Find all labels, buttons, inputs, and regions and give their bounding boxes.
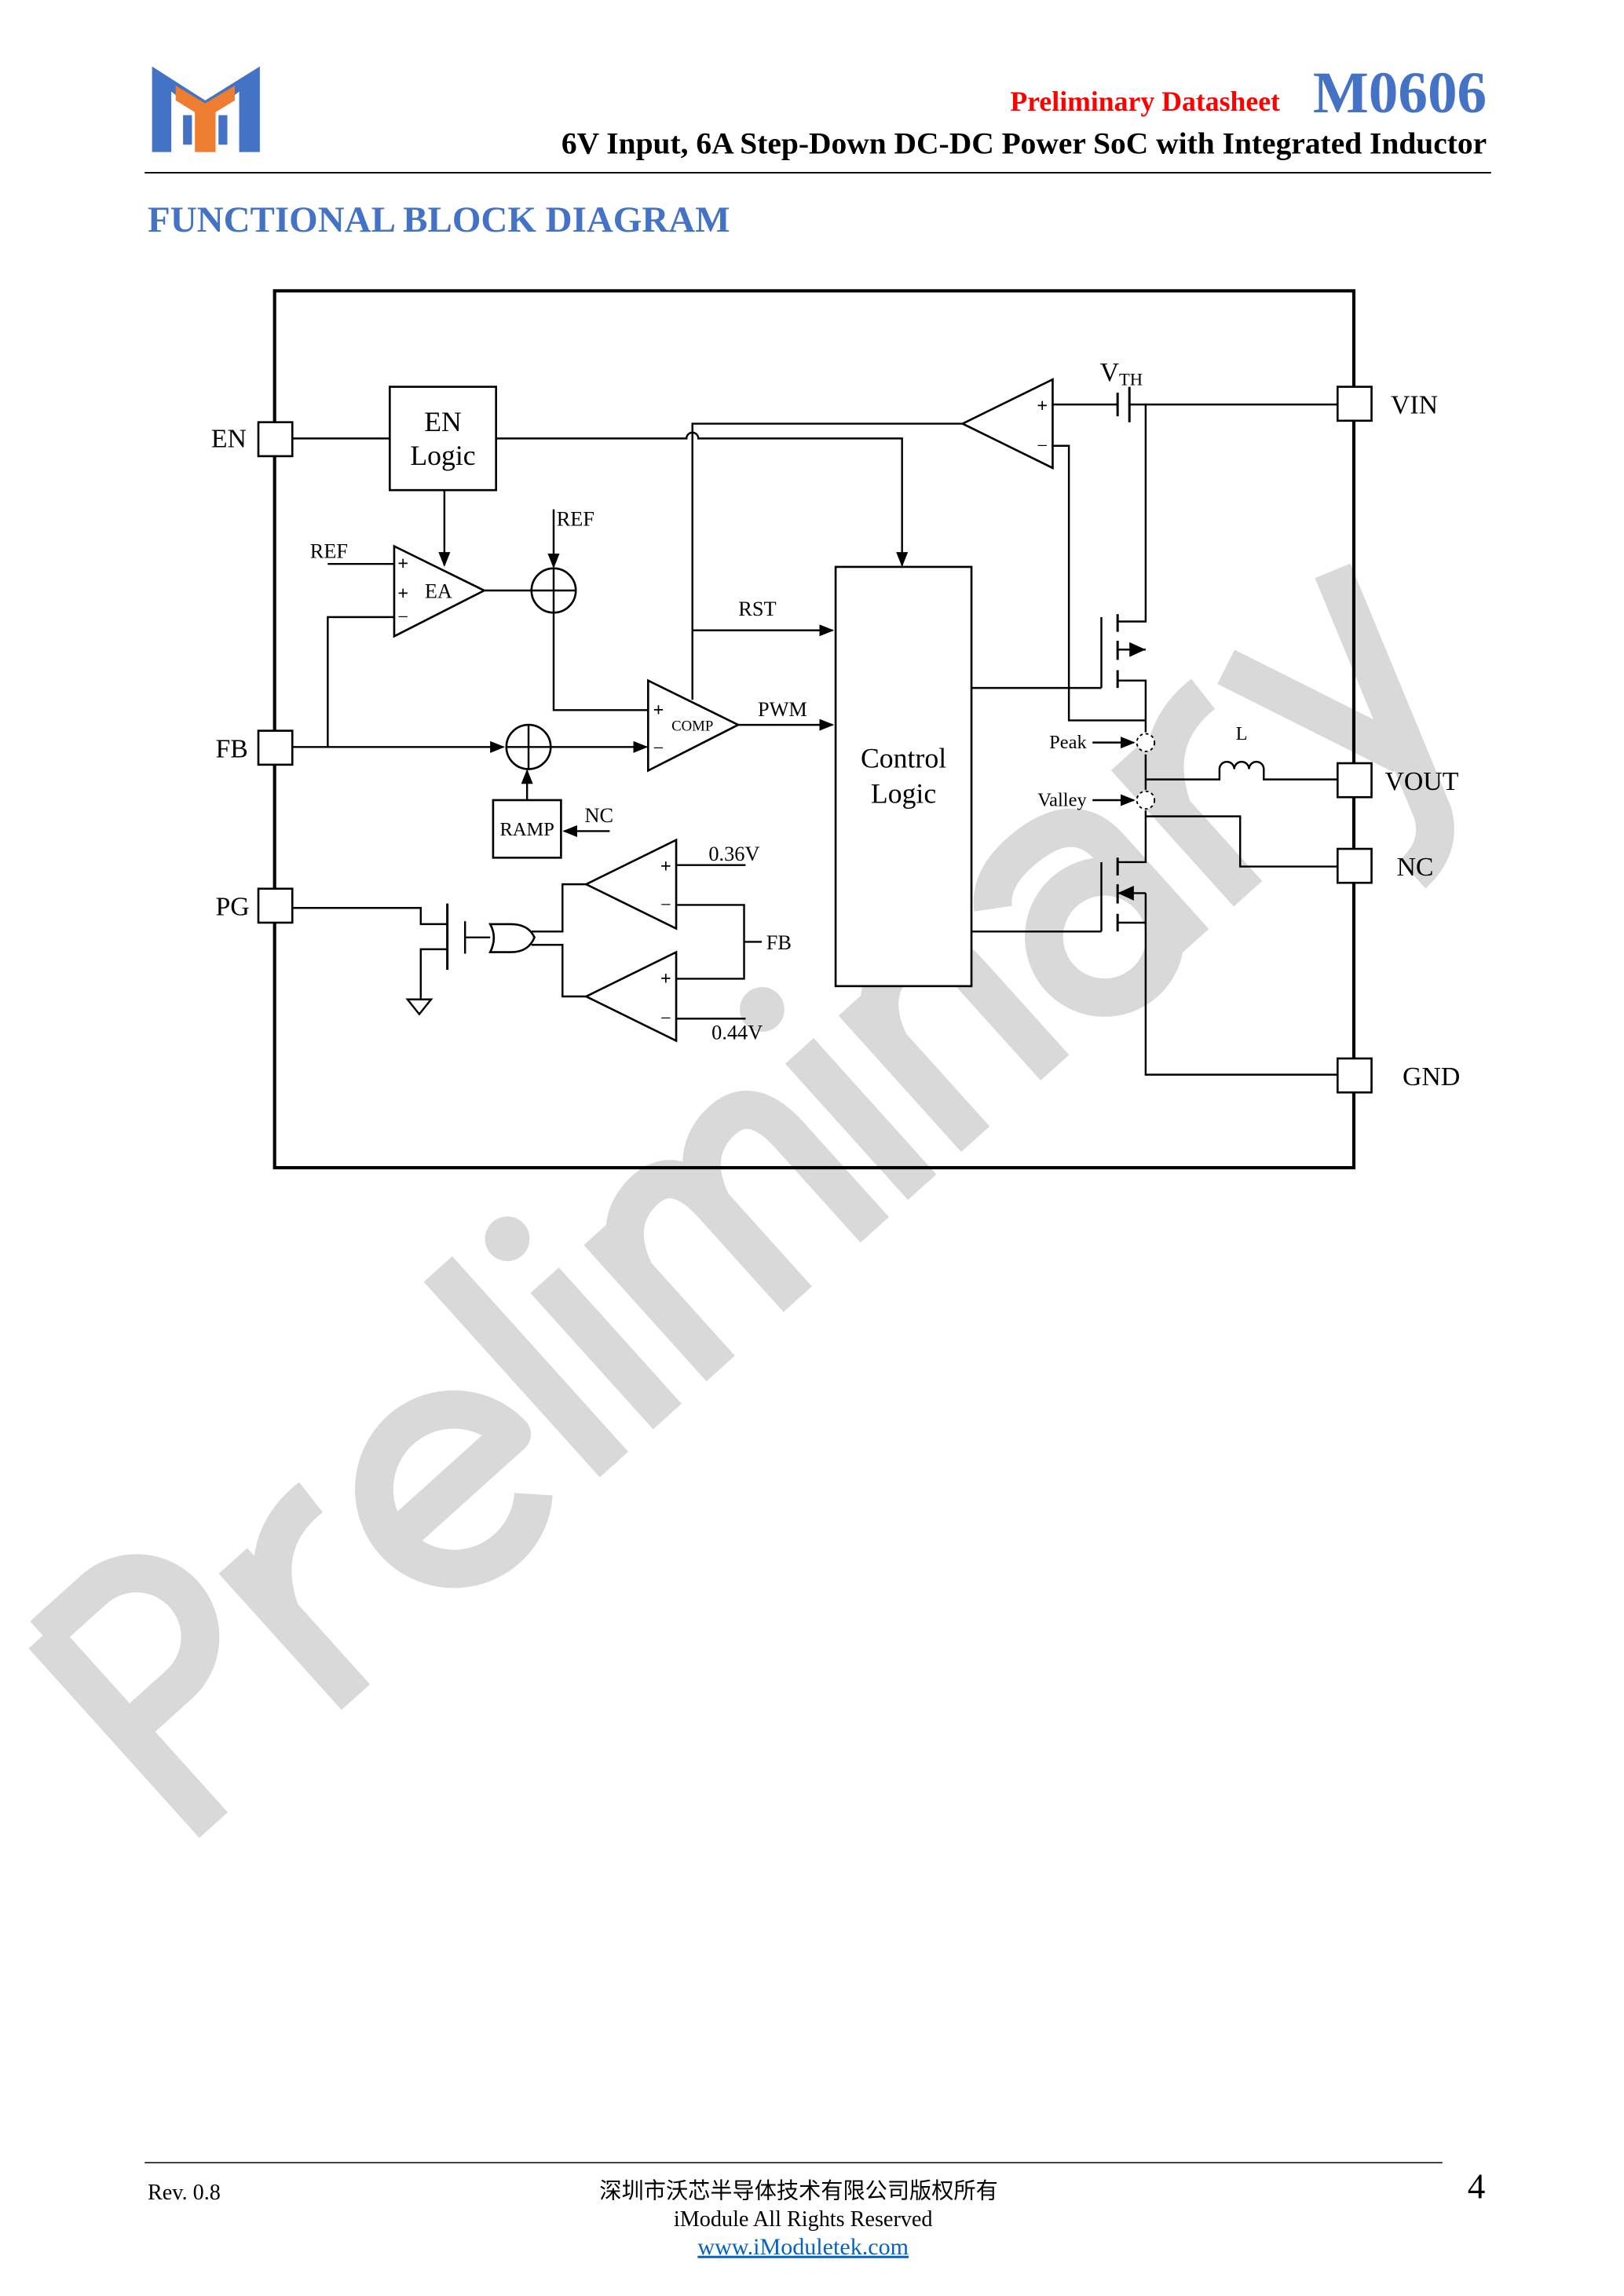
- pin-label-nc: NC: [1396, 853, 1433, 882]
- revision: Rev. 0.8: [148, 2181, 221, 2205]
- ref-label-sum: REF: [557, 507, 594, 530]
- ramp-label: RAMP: [500, 819, 554, 840]
- nc-ramp-label: NC: [584, 804, 613, 827]
- pin-gnd: [1336, 1057, 1373, 1094]
- uv-comparator: [583, 838, 678, 930]
- ramp-block: [492, 799, 562, 859]
- ref-label-ea: REF: [310, 540, 348, 563]
- or-gate: [488, 923, 536, 953]
- control-logic-label-2: Logic: [871, 778, 936, 810]
- vth-comparator: [960, 378, 1054, 470]
- website-link[interactable]: www.iModuletek.com: [697, 2233, 909, 2260]
- ea-minus: −: [397, 606, 408, 627]
- doc-subtitle: 6V Input, 6A Step-Down DC-DC Power SoC w…: [561, 126, 1487, 161]
- ov-plus: +: [660, 968, 671, 989]
- inductor: [1145, 760, 1338, 781]
- section-title: FUNCTIONAL BLOCK DIAGRAM: [148, 199, 730, 240]
- pin-en: [257, 421, 294, 458]
- wire-sw-node: [1117, 720, 1147, 864]
- ov-minus: −: [660, 1008, 671, 1029]
- pin-label-vout: VOUT: [1384, 767, 1458, 796]
- low-side-mosfet: [971, 857, 1146, 933]
- fb-pg-label: FB: [766, 931, 792, 954]
- block-diagram: EN FB PG VIN VOUT NC GND EN Logic + + − …: [211, 289, 1460, 1170]
- pin-nc: [1336, 847, 1373, 884]
- rst-label: RST: [738, 598, 776, 620]
- vth-comp-plus: +: [1037, 396, 1048, 417]
- valley-label: Valley: [1037, 789, 1087, 810]
- ov-comparator: [583, 950, 678, 1043]
- v044-label: 0.44V: [711, 1022, 763, 1044]
- part-number: M0606: [1313, 60, 1487, 126]
- pwm-comparator: [647, 678, 741, 773]
- pin-label-fb: FB: [215, 734, 247, 763]
- wire-or-inputs: [531, 883, 587, 998]
- wire-vin-rail: [1117, 404, 1147, 623]
- en-logic-block: [389, 386, 497, 492]
- pin-fb: [257, 729, 294, 766]
- wire-fb-to-ea: [327, 616, 394, 748]
- pin-label-vin: VIN: [1391, 390, 1438, 419]
- summer-1: [530, 567, 577, 614]
- comp-plus: +: [653, 700, 664, 721]
- pg-mosfet: [292, 903, 491, 1000]
- control-logic-label-1: Control: [861, 743, 946, 774]
- summer-2: [505, 723, 552, 770]
- comp-label: COMP: [671, 718, 713, 735]
- wire-nc: [1145, 815, 1338, 868]
- pin-label-en: EN: [211, 425, 247, 454]
- ea-plus-2: +: [397, 583, 408, 604]
- high-side-mosfet: [971, 614, 1147, 721]
- pin-vout: [1336, 762, 1373, 799]
- vth-comp-minus: −: [1037, 435, 1048, 456]
- wire-rst-bus: [691, 422, 963, 700]
- pin-pg: [257, 887, 294, 924]
- wire-gnd: [1144, 893, 1338, 1076]
- chip-outline: [272, 289, 1356, 1170]
- v036-label: 0.36V: [708, 843, 759, 865]
- ea-plus-1: +: [397, 554, 408, 575]
- en-logic-label-1: EN: [424, 406, 462, 437]
- valley-sense-point: [1136, 790, 1156, 810]
- en-logic-label-2: Logic: [410, 440, 475, 471]
- page-number: 4: [1468, 2166, 1486, 2206]
- comp-minus: −: [653, 738, 664, 759]
- uv-minus: −: [660, 894, 671, 916]
- inductor-label: L: [1236, 723, 1248, 744]
- uv-plus: +: [660, 856, 671, 877]
- company-copyright-cn: 深圳市沃芯半导体技术有限公司版权所有: [599, 2178, 997, 2203]
- vth-label: VTH: [1100, 358, 1143, 389]
- company-logo: [152, 66, 260, 152]
- wire-vth-minus: [1052, 444, 1146, 722]
- doc-status: Preliminary Datasheet: [1010, 86, 1280, 117]
- pwm-label: PWM: [758, 698, 807, 721]
- ea-label: EA: [425, 579, 452, 602]
- vth-source: [1116, 386, 1131, 422]
- peak-sense-point: [1136, 733, 1156, 752]
- rights-reserved: iModule All Rights Reserved: [674, 2207, 933, 2232]
- wire-sum1-to-comp: [552, 612, 649, 711]
- ground-icon: [405, 998, 433, 1016]
- pin-label-pg: PG: [215, 893, 249, 922]
- wire-en-to-control: [496, 431, 909, 567]
- peak-label: Peak: [1049, 732, 1087, 753]
- control-logic-block: [834, 565, 973, 988]
- wire-pg-refs: [676, 864, 763, 1020]
- pin-vin: [1336, 386, 1373, 422]
- pin-label-gnd: GND: [1403, 1062, 1460, 1091]
- error-amplifier: [393, 544, 487, 638]
